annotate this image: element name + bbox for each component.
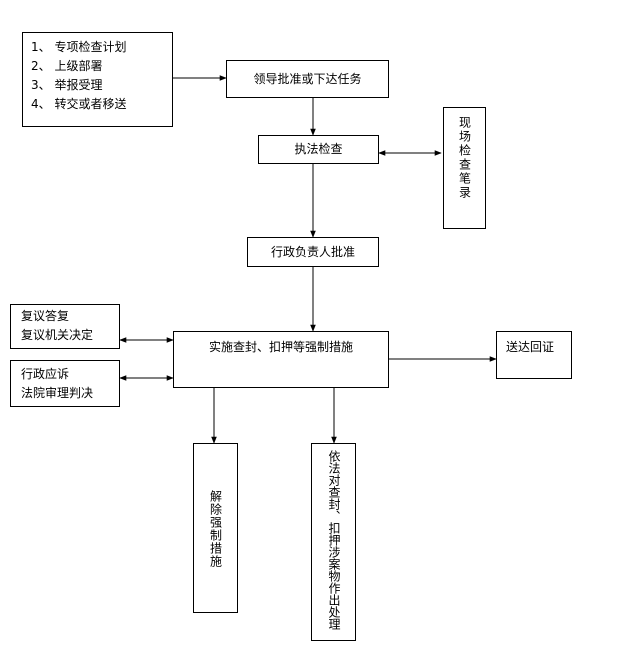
deliver-label: 送达回证 (506, 340, 555, 354)
measures-label: 实施查封、扣押等强制措施 (208, 340, 353, 354)
litigation-line: 法院审理判决 (21, 386, 94, 400)
litigation-box: 行政应诉 法院审理判决 (10, 360, 120, 407)
admin-approve-label: 行政负责人批准 (270, 244, 355, 259)
approve-task-label: 领导批准或下达任务 (253, 71, 362, 86)
deliver-box: 送达回证 (496, 331, 572, 379)
release-box: 解除强制措施 (193, 443, 238, 613)
sources-box: 1、 专项检查计划 2、 上级部署 3、 举报受理 4、 转交或者移送 (22, 32, 173, 127)
dispose-label: 依法对查封、扣押涉案物作出处理 (327, 450, 341, 630)
review-box: 复议答复 复议机关决定 (10, 304, 120, 349)
record-label: 现场检查笔录 (457, 116, 472, 200)
record-box: 现场检查笔录 (443, 107, 486, 229)
litigation-line: 行政应诉 (21, 367, 70, 381)
dispose-box: 依法对查封、扣押涉案物作出处理 (311, 443, 356, 641)
source-item: 3、 举报受理 (31, 78, 103, 92)
review-line: 复议机关决定 (21, 328, 94, 342)
measures-box: 实施查封、扣押等强制措施 (173, 331, 389, 388)
approve-task-box: 领导批准或下达任务 (226, 60, 389, 98)
source-item: 4、 转交或者移送 (31, 97, 127, 111)
review-line: 复议答复 (21, 309, 70, 323)
source-item: 2、 上级部署 (31, 59, 103, 73)
admin-approve-box: 行政负责人批准 (247, 237, 379, 267)
inspect-label: 执法检查 (294, 142, 343, 156)
release-label: 解除强制措施 (208, 490, 223, 568)
source-item: 1、 专项检查计划 (31, 40, 127, 54)
inspect-box: 执法检查 (258, 135, 379, 164)
